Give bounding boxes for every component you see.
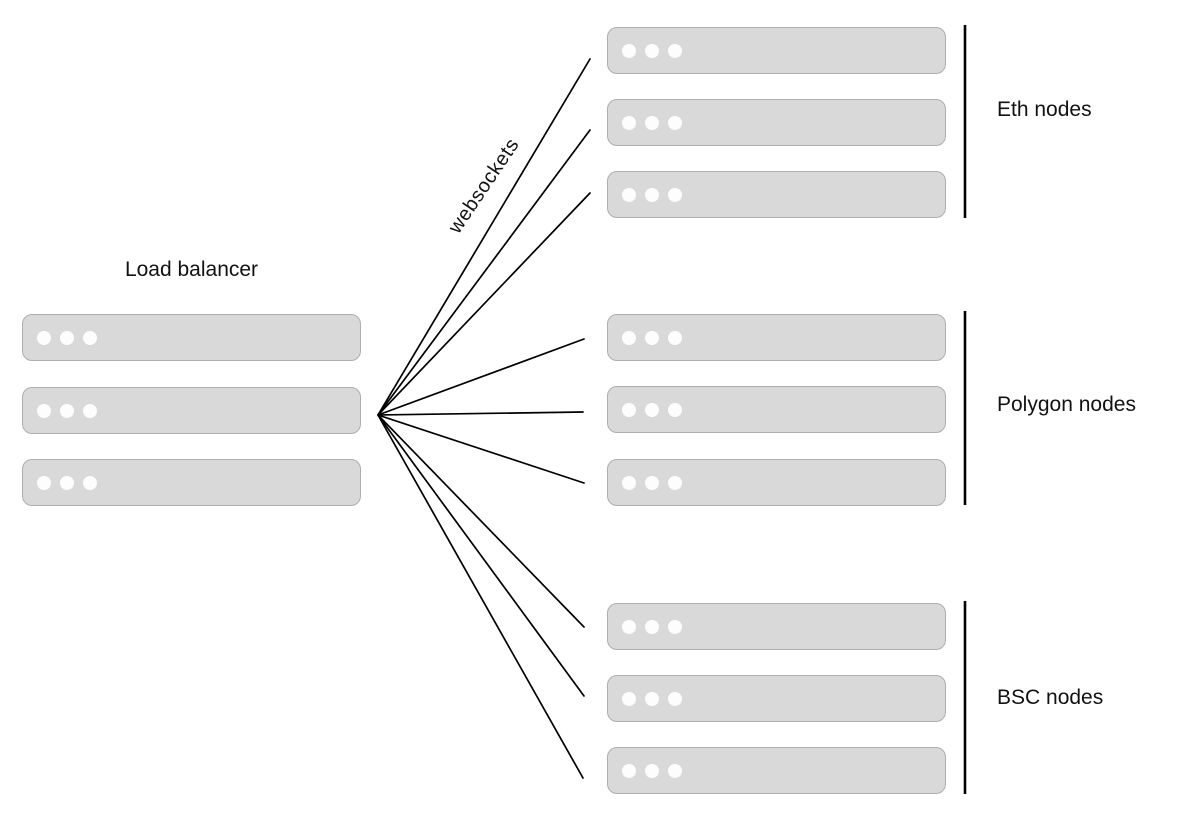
group-label-bsc: BSC nodes [997,686,1104,709]
server-dot [668,691,682,706]
server-dot [83,403,97,418]
server-dot [645,330,659,345]
server-dot [622,402,636,417]
server-dot [645,475,659,490]
server-dot [60,330,74,345]
server-box [607,171,946,218]
server-box [22,459,361,506]
connection-line-bsc-2 [377,414,585,697]
connection-line-eth-1 [377,58,591,416]
server-dot [60,403,74,418]
server-box [607,99,946,146]
server-dot [668,330,682,345]
server-dot [622,691,636,706]
load-balancer-title: Load balancer [124,258,259,281]
server-box [607,603,946,650]
server-dot [622,763,636,778]
server-box [607,386,946,433]
server-dot [668,43,682,58]
server-dot [645,43,659,58]
server-dot [83,475,97,490]
connection-line-eth-3 [377,192,591,416]
server-dot [622,115,636,130]
server-dot [645,691,659,706]
group-label-polygon: Polygon nodes [997,393,1136,416]
connection-line-polygon-1 [377,338,585,416]
server-dot [668,115,682,130]
server-box [22,314,361,361]
server-box [607,747,946,794]
websockets-label: websockets [444,134,524,238]
server-dot [83,330,97,345]
server-dot [37,403,51,418]
server-dot [645,187,659,202]
server-dot [645,402,659,417]
server-dot [645,619,659,634]
server-dot [668,763,682,778]
server-dot [668,619,682,634]
server-dot [645,115,659,130]
server-box [607,314,946,361]
server-dot [622,43,636,58]
server-box [607,675,946,722]
server-dot [668,475,682,490]
connection-line-polygon-2 [377,411,584,416]
server-box [22,387,361,434]
server-dot [668,187,682,202]
connection-line-bsc-3 [377,414,584,779]
server-dot [37,330,51,345]
server-dot [645,763,659,778]
server-dot [668,402,682,417]
server-dot [622,475,636,490]
server-box [607,27,946,74]
group-label-eth: Eth nodes [997,98,1092,121]
server-dot [60,475,74,490]
server-dot [622,330,636,345]
server-dot [622,187,636,202]
server-dot [622,619,636,634]
connection-line-bsc-1 [377,414,585,628]
server-box [607,459,946,506]
connection-line-polygon-3 [377,414,585,484]
server-dot [37,475,51,490]
connection-line-eth-2 [377,129,591,416]
